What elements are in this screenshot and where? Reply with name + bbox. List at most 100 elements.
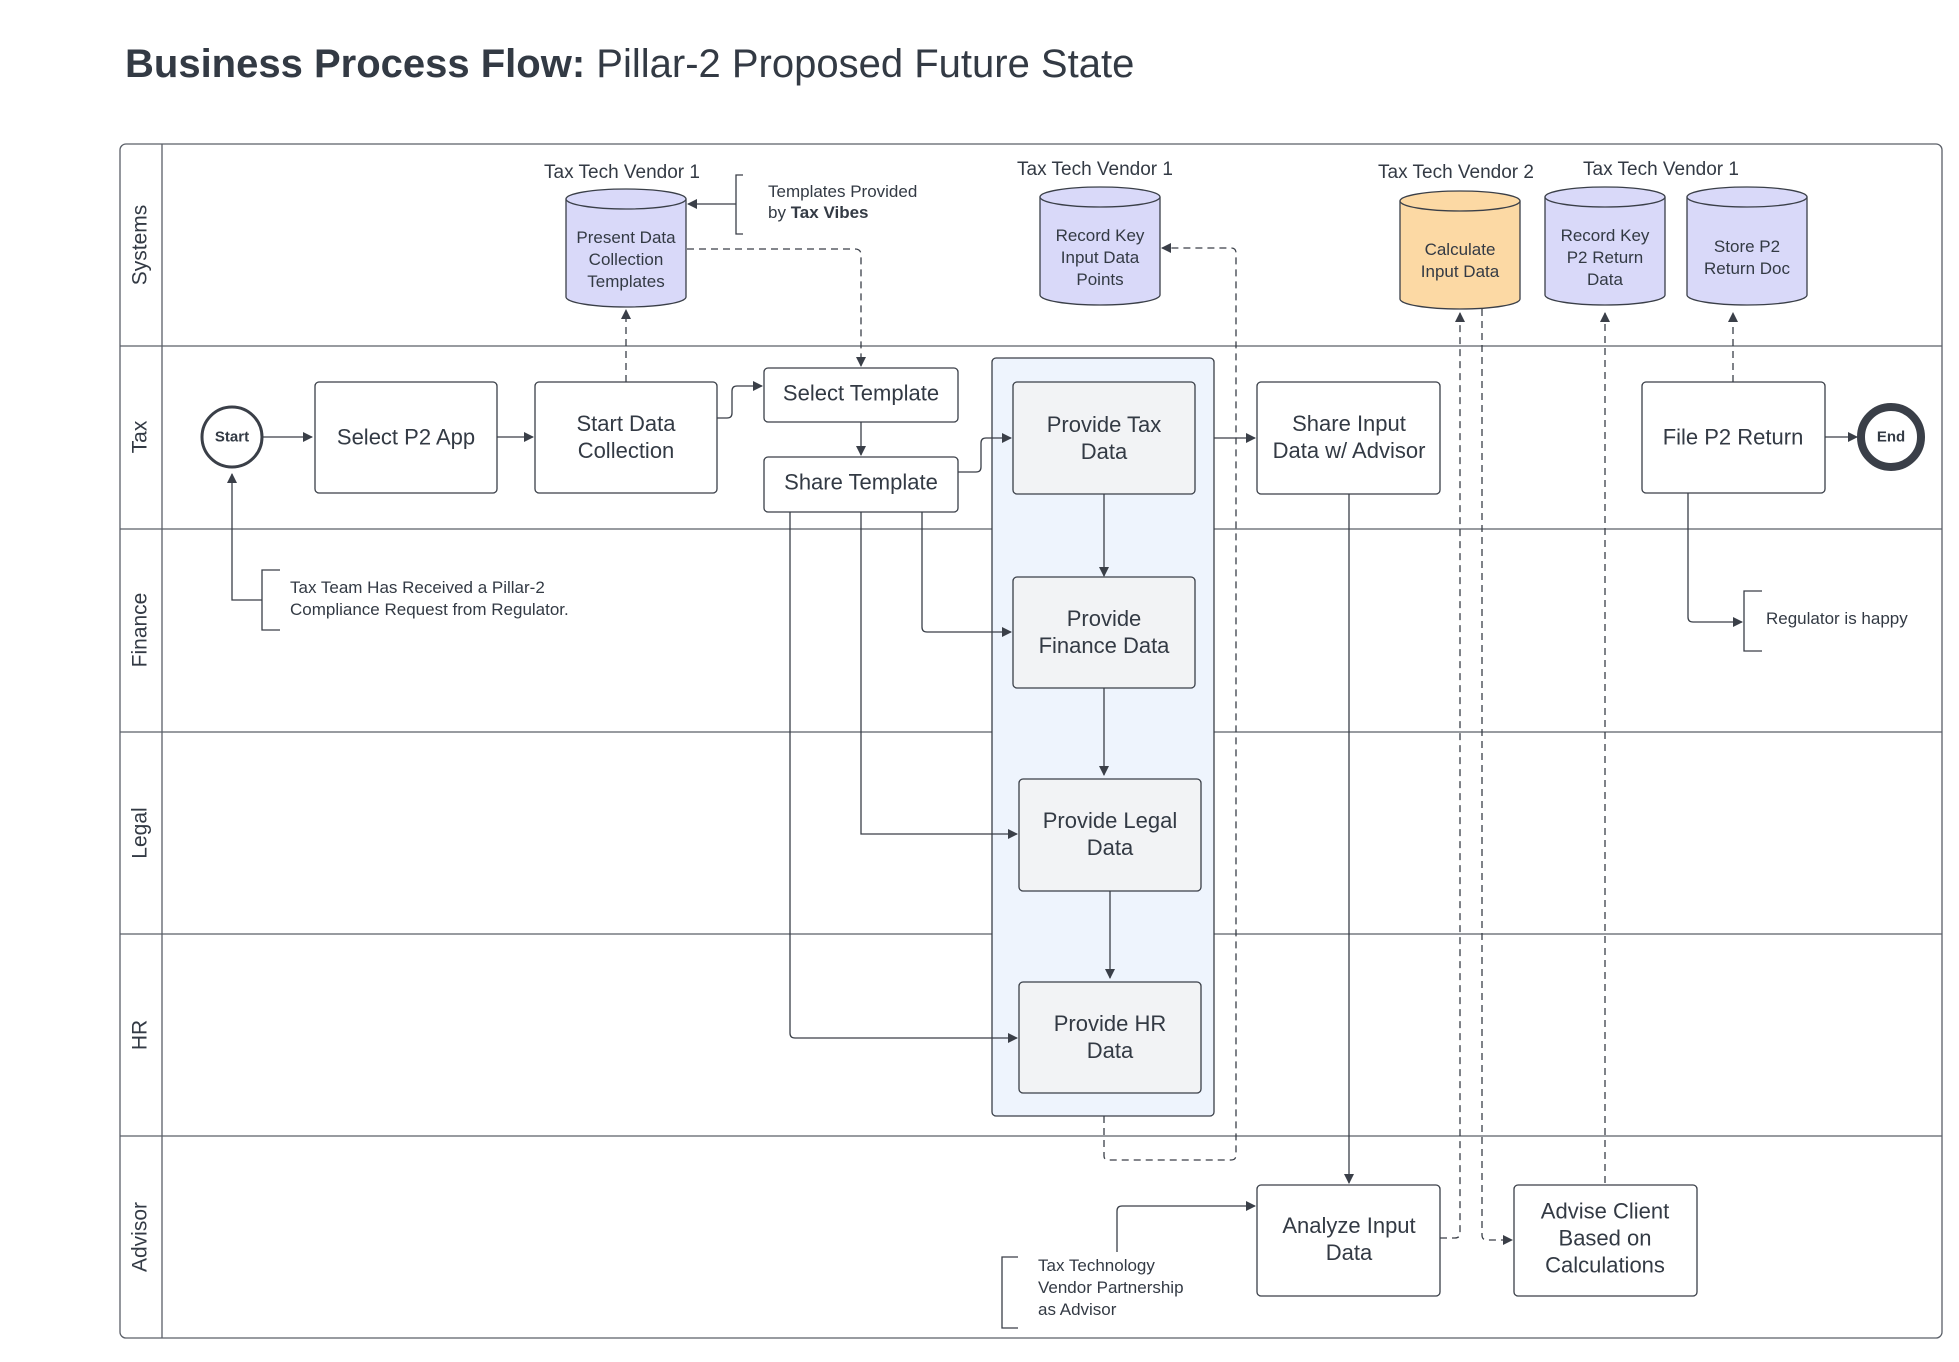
- label-line: Start Data: [576, 411, 676, 436]
- label-line: Calculate: [1425, 240, 1496, 259]
- label-line: Provide: [1067, 606, 1142, 631]
- label-line: Collection: [578, 438, 675, 463]
- connector-analyze-to-calculate: [1440, 312, 1465, 1239]
- label-line: Data: [1087, 835, 1134, 860]
- process-file-p2-return-label: File P2 Return: [1663, 425, 1804, 450]
- annotation-templates-vendor: Tax Vibes: [791, 203, 869, 222]
- label-line: Store P2: [1714, 237, 1780, 256]
- vendor-label-record-return-data: Tax Tech Vendor 1: [1583, 159, 1739, 180]
- annotation-regulator-happy: Regulator is happy: [1687, 493, 1908, 652]
- label-line: Data: [1326, 1240, 1373, 1265]
- end-event: End: [1857, 403, 1925, 471]
- connector-templates-db-to-select-template: [687, 248, 866, 367]
- connector-share-template-to-hr-data: [789, 512, 1018, 1043]
- label-line: Compliance Request from Regulator.: [290, 600, 569, 619]
- label-line: Data: [1587, 270, 1623, 289]
- label-line: Select Template: [783, 381, 939, 406]
- label-line: Share Template: [784, 470, 938, 495]
- process-select-template: Select Template: [763, 367, 959, 423]
- label-line: Collection: [589, 250, 664, 269]
- annotation-templates-line1: Templates Provided: [768, 182, 917, 201]
- lane-label-finance: Finance: [129, 593, 152, 668]
- label-line: Tax Technology: [1038, 1256, 1155, 1275]
- process-select-p2-app: Select P2 App: [314, 381, 498, 494]
- label-line: Data: [1081, 439, 1128, 464]
- vendor-label-record-input-points: Tax Tech Vendor 1: [1017, 159, 1173, 180]
- label-line: as Advisor: [1038, 1300, 1117, 1319]
- label-line: Present Data: [576, 228, 676, 247]
- vendor-label-present-templates: Tax Tech Vendor 1: [544, 162, 700, 183]
- process-share-template-label: Share Template: [784, 470, 938, 495]
- system-connectors: [621, 243, 1738, 1245]
- vendor-label-calculate-input: Tax Tech Vendor 2: [1378, 162, 1534, 183]
- label-line: Share Input: [1292, 411, 1406, 436]
- title-bold: Business Process Flow:: [125, 42, 586, 86]
- label-line: Record Key: [1056, 226, 1145, 245]
- label-line: Provide Legal: [1043, 808, 1178, 833]
- start-event: Start: [200, 405, 264, 469]
- label-line: Templates: [587, 272, 664, 291]
- label-line: Analyze Input: [1282, 1213, 1415, 1238]
- label-line: Based on: [1559, 1226, 1652, 1251]
- annotation-templates-line2: by Tax Vibes: [768, 203, 869, 222]
- page-title: Business Process Flow: Pillar-2 Proposed…: [125, 42, 1134, 87]
- connector-start-collection-to-select-template: [717, 381, 763, 419]
- data-gathering-group: [991, 357, 1215, 1117]
- connector-share-template-to-tax-data: [958, 433, 1012, 473]
- connector-share-template-to-legal-data: [860, 512, 1018, 839]
- label-line: P2 Return: [1567, 248, 1644, 267]
- annotation-templates-by: by: [768, 203, 791, 222]
- db-store-return-doc: Store P2 Return Doc: [1686, 186, 1808, 306]
- connector-calculate-to-advise: [1481, 309, 1513, 1245]
- connector-share-template-to-finance-data: [921, 512, 1012, 637]
- lane-label-advisor: Advisor: [129, 1202, 152, 1272]
- annotation-templates-provided: Templates Provided by Tax Vibes: [687, 174, 917, 235]
- label-line: Finance Data: [1039, 633, 1171, 658]
- label-line: Return Doc: [1704, 259, 1790, 278]
- lane-label-hr: HR: [129, 1020, 152, 1050]
- label-line: Points: [1076, 270, 1123, 289]
- label-line: Advise Client: [1541, 1199, 1669, 1224]
- label-line: Record Key: [1561, 226, 1650, 245]
- label-line: Input Data: [1061, 248, 1140, 267]
- title-rest: Pillar-2 Proposed Future State: [596, 42, 1135, 86]
- process-select-p2-app-label: Select P2 App: [337, 425, 475, 450]
- label-line: Data w/ Advisor: [1273, 438, 1426, 463]
- end-label: End: [1877, 429, 1905, 446]
- lane-label-legal: Legal: [129, 807, 152, 858]
- label-line: Provide HR: [1054, 1011, 1166, 1036]
- flow-connectors: [263, 381, 1858, 1184]
- label-line: Select P2 App: [337, 425, 475, 450]
- label-line: Vendor Partnership: [1038, 1278, 1184, 1297]
- label-line: Calculations: [1545, 1253, 1665, 1278]
- label-line: Tax Team Has Received a Pillar-2: [290, 578, 545, 597]
- lane-label-systems: Systems: [129, 205, 152, 286]
